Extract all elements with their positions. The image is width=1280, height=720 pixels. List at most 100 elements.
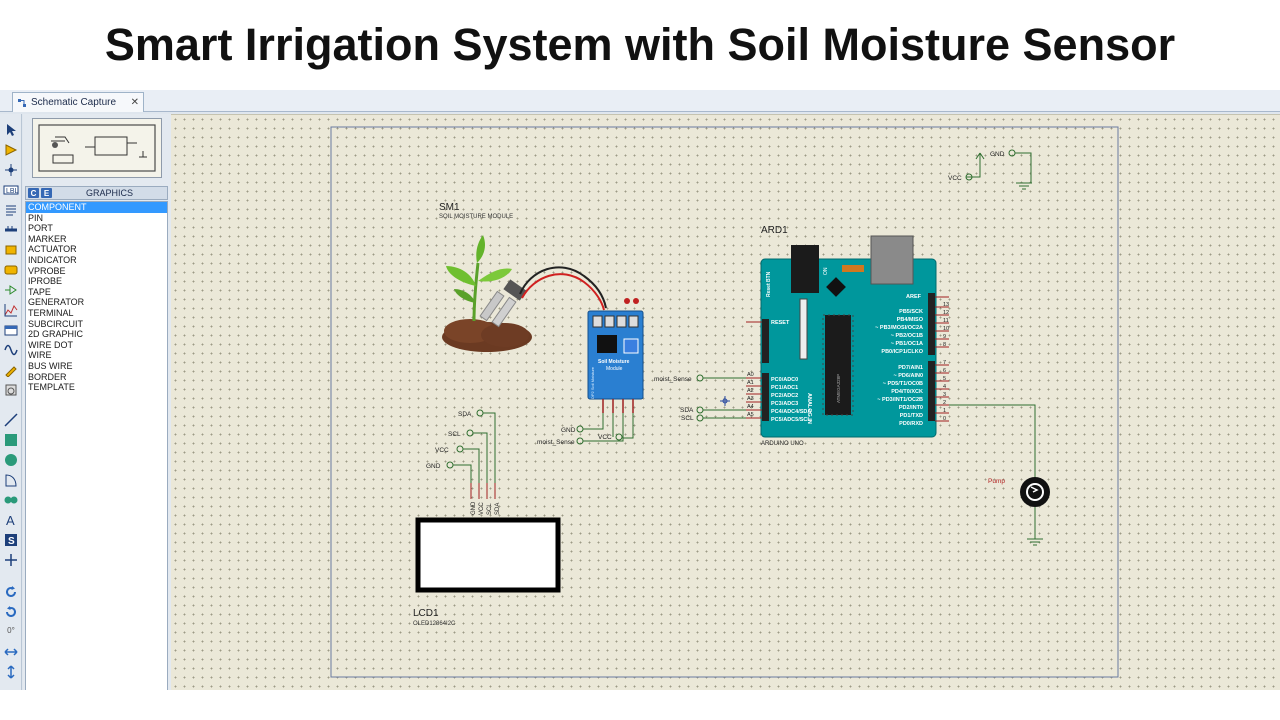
oled-display[interactable] [415,517,561,593]
circle-icon[interactable] [3,452,19,468]
rotate-clockwise-icon[interactable] [3,584,19,600]
close-tab-icon[interactable]: ✕ [130,97,139,108]
graph-icon[interactable] [3,302,19,318]
status-bar [0,690,1280,720]
list-item-marker[interactable]: MARKER [28,233,67,244]
voltage-probe-icon[interactable] [3,362,19,378]
arduino-sda-terminal: SDA [680,407,694,414]
pin-number: 5 [943,376,946,382]
text-script-icon[interactable] [3,202,19,218]
pin-number: A3 [747,396,754,402]
terminal-icon[interactable] [3,262,19,278]
pin-label: PD7/AIN1 [898,365,923,371]
pin-label: ~ PD3/INT1/OC2B [877,397,923,403]
generator-icon[interactable] [3,342,19,358]
soil-plant-image [442,235,532,352]
lcd-gnd-terminal: GND [426,463,441,470]
sensor-moist-label: moist_Sense [537,439,575,446]
pin-label: ~ PD6/AIN0 [894,373,924,379]
list-item-generator[interactable]: GENERATOR [28,297,85,308]
tool-strip: LBL A S 0° [0,114,22,714]
lcd-pin-gnd: GND [471,501,477,515]
lcd-pin-scl: SCL [487,503,493,515]
arduino-uno-board[interactable]: ATMEGA328P Reset BTN ON ANALOG IN RESET … [746,235,949,438]
arduino-right-pins: PB5/SCK PB4/MISO ~ PB3/MOSI/OC2A ~ PB2/O… [875,309,924,427]
list-item-pin[interactable]: PIN [28,212,44,223]
list-item-actuator[interactable]: ACTUATOR [28,244,77,255]
pin-number: 9 [943,334,946,340]
port-icon[interactable] [3,282,19,298]
virtual-instruments-icon[interactable] [3,382,19,398]
power-terminals[interactable]: VCC GND [948,149,1032,190]
pin-number: A0 [747,372,754,378]
pin-number: A4 [747,404,754,410]
pin-label: ~ PD5/T1/OC0B [883,381,923,387]
chip-label: ATMEGA328P [836,374,841,403]
pin-number: A5 [747,412,754,418]
list-item-wire-dot[interactable]: WIRE DOT [28,339,73,350]
mode-button-e[interactable]: E [41,188,52,198]
line-icon[interactable] [3,412,19,428]
sensor-ref: SM1 [439,202,460,213]
component-mode-icon[interactable] [3,142,19,158]
mirror-vertical-icon[interactable] [3,664,19,680]
pin-label: PC0/ADC0 [771,377,798,383]
schematic-canvas[interactable]: VCC GND SM1 SOIL MOISTURE MODULE [171,114,1280,712]
mirror-horizontal-icon[interactable] [3,644,19,660]
list-item-indicator[interactable]: INDICATOR [28,254,77,265]
sensor-name: SOIL MOISTURE MODULE [439,214,513,220]
reset-pin-label: RESET [771,320,790,326]
pin-label: PC4/ADC4/SDA [771,409,811,415]
pump-motor[interactable] [1020,477,1050,546]
tab-label: Schematic Capture [31,97,117,108]
svg-text:S: S [8,536,15,547]
lcd-terminals[interactable]: SDA SCL VCC GND GND VCC SCL SDA [426,409,501,515]
select-mode-icon[interactable] [3,122,19,138]
svg-text:A: A [6,513,15,527]
list-item-wire[interactable]: WIRE [28,350,52,361]
list-item-bus-wire[interactable]: BUS WIRE [28,360,73,371]
lcd-scl-terminal: SCL [448,431,461,438]
list-item-terminal[interactable]: TERMINAL [28,307,74,318]
list-item-border[interactable]: BORDER [28,371,67,382]
arduino-right-pin-numbers [935,306,949,422]
marker-icon[interactable] [3,552,19,568]
pump-wire [949,404,1036,479]
text-icon[interactable]: A [3,512,19,528]
cursor-crosshair-icon [720,396,730,406]
soil-moisture-module[interactable]: Soil Moisture Module DP2 Soil Moisture [587,310,644,413]
mode-button-c[interactable]: C [28,188,39,198]
arc-icon[interactable] [3,472,19,488]
list-item-2d-graphic[interactable]: 2D GRAPHIC [28,329,84,340]
module-board-text: Soil Moisture [598,359,630,365]
wire-label-icon[interactable]: LBL [3,182,19,198]
lcd-pin-sda: SDA [495,503,501,515]
list-item-iprobe[interactable]: IPROBE [28,276,63,287]
subcircuit-icon[interactable] [3,242,19,258]
list-header-label: GRAPHICS [85,188,133,198]
list-item-subcircuit[interactable]: SUBCIRCUIT [28,318,84,329]
led-icon [633,298,639,304]
bus-icon[interactable] [3,222,19,238]
symbol-icon[interactable]: S [3,532,19,548]
tape-recorder-icon[interactable] [3,322,19,338]
rotate-anticlockwise-icon[interactable] [3,604,19,620]
list-item-template[interactable]: TEMPLATE [28,382,75,393]
list-item-component[interactable]: COMPONENT [26,202,167,213]
tab-schematic-capture[interactable]: Schematic Capture ✕ [12,92,144,112]
overview-preview[interactable] [32,118,162,178]
analog-in-label: ANALOG IN [806,393,812,424]
pin-label: PD2/INT0 [899,405,923,411]
rotation-value[interactable]: 0° [7,625,15,635]
lcd-name: OLED12864I2C [413,621,456,627]
list-item-tape[interactable]: TAPE [28,286,51,297]
path-icon[interactable] [3,492,19,508]
box-icon[interactable] [3,432,19,448]
pin-label: PB4/MISO [897,317,924,323]
junction-dot-icon[interactable] [3,162,19,178]
arduino-scl-terminal: SCL [681,415,694,422]
pin-label: PD1/TXD [900,413,923,419]
list-item-vprobe[interactable]: VPROBE [28,265,66,276]
list-item-port[interactable]: PORT [28,223,53,234]
svg-text:LBL: LBL [6,188,19,195]
